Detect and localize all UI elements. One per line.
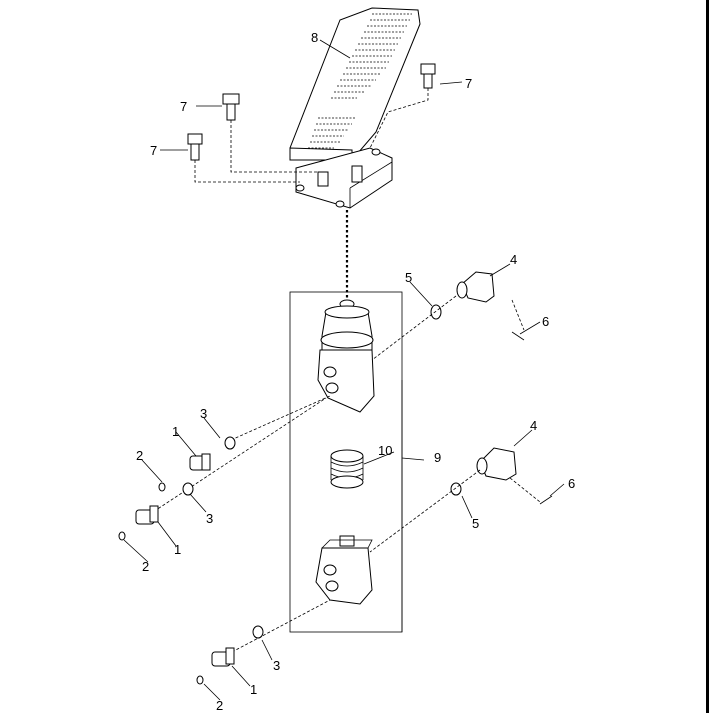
bolt-7-right bbox=[420, 63, 436, 89]
label-7-right: 7 bbox=[465, 76, 472, 91]
bolt-7-left bbox=[187, 133, 203, 161]
label-1-lower: 1 bbox=[250, 682, 257, 697]
washer-3-upper bbox=[224, 436, 236, 450]
label-3-middle: 3 bbox=[206, 511, 213, 526]
right-border bbox=[706, 0, 709, 713]
pedal-grip-pattern bbox=[308, 13, 412, 149]
pedal-assembly bbox=[289, 7, 421, 209]
washer-3-lower bbox=[252, 625, 264, 639]
pin-6-lower bbox=[539, 495, 553, 505]
label-1-middle: 1 bbox=[174, 542, 181, 557]
label-5-upper: 5 bbox=[405, 270, 412, 285]
bolt-7-top-left bbox=[222, 93, 240, 121]
label-4-lower: 4 bbox=[530, 418, 537, 433]
label-10: 10 bbox=[378, 443, 392, 458]
elbow-fitting-lower bbox=[476, 447, 517, 481]
label-5-lower: 5 bbox=[472, 516, 479, 531]
label-7-top-left: 7 bbox=[180, 99, 187, 114]
label-6-upper: 6 bbox=[542, 314, 549, 329]
fitting-1-middle bbox=[135, 505, 159, 525]
spring bbox=[330, 449, 364, 489]
callout-leaders bbox=[123, 39, 565, 701]
o-ring-2-upper bbox=[158, 482, 166, 492]
fitting-1-upper bbox=[189, 453, 211, 471]
label-1-upper: 1 bbox=[172, 424, 179, 439]
elbow-fitting-upper bbox=[456, 271, 495, 303]
label-7-left: 7 bbox=[150, 143, 157, 158]
valve-body-lower bbox=[315, 535, 373, 605]
o-ring-5-upper bbox=[430, 304, 442, 320]
fitting-axis-lines bbox=[149, 295, 541, 653]
pin-6-upper bbox=[511, 331, 525, 341]
o-ring-2-lower bbox=[196, 675, 204, 685]
label-6-lower: 6 bbox=[568, 476, 575, 491]
label-2-middle: 2 bbox=[142, 559, 149, 574]
bolt-leader-lines bbox=[194, 88, 429, 183]
label-2-lower: 2 bbox=[216, 698, 223, 713]
washer-3-middle bbox=[182, 482, 194, 496]
label-2-upper: 2 bbox=[136, 448, 143, 463]
valve-body-upper bbox=[317, 299, 375, 413]
fitting-1-lower bbox=[211, 647, 235, 667]
callout-labels: 8 7 7 7 4 5 6 10 9 4 6 5 3 1 2 3 1 2 3 1… bbox=[136, 30, 575, 713]
label-8: 8 bbox=[311, 30, 318, 45]
label-9: 9 bbox=[434, 450, 441, 465]
label-3-upper: 3 bbox=[200, 406, 207, 421]
label-4-upper: 4 bbox=[510, 252, 517, 267]
label-3-lower: 3 bbox=[273, 658, 280, 673]
o-ring-2-middle bbox=[118, 531, 126, 541]
